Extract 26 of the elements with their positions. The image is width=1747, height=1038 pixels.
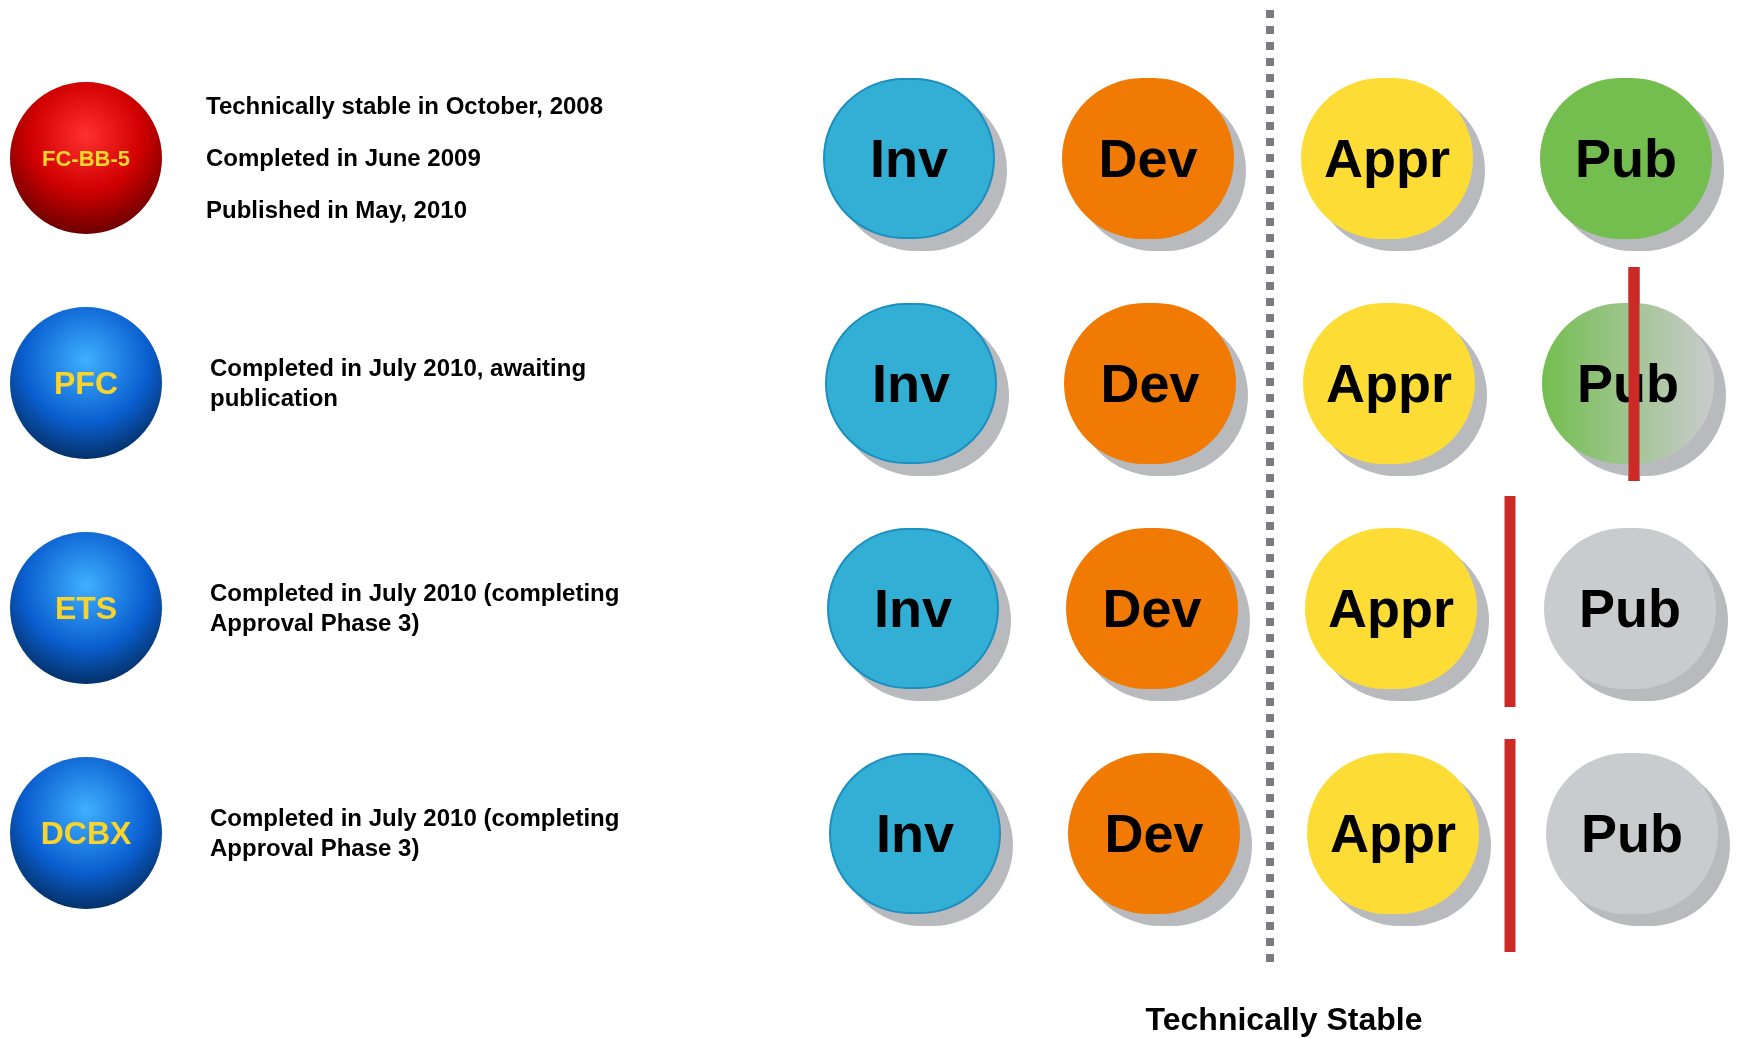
node-label: PFC: [54, 364, 118, 403]
stage-label: Dev: [1102, 577, 1202, 640]
stage-label: Inv: [870, 127, 948, 190]
status-note: Published in May, 2010: [206, 195, 468, 225]
status-note: Completed in June 2009: [206, 143, 482, 173]
status-note: Completed in July 2010, awaiting publication: [210, 353, 588, 413]
stage-label: Dev: [1098, 127, 1198, 190]
stage-label: Pub: [1579, 577, 1681, 640]
status-note: Completed in July 2010 (completing Approval Phase 3): [210, 803, 621, 863]
status-note: Technically stable in October, 2008: [206, 91, 605, 121]
stage-label: Dev: [1100, 352, 1200, 415]
stage-label: Inv: [872, 352, 950, 415]
stage-label: Appr: [1326, 352, 1452, 415]
stage-label: Dev: [1104, 802, 1204, 865]
status-note: Completed in July 2010 (completing Approval Phase 3): [210, 578, 621, 638]
axis-caption: Technically Stable: [1145, 1000, 1423, 1038]
stage-label: Pub: [1581, 802, 1683, 865]
stage-label: Appr: [1324, 127, 1450, 190]
stage-label: Pub: [1575, 127, 1677, 190]
node-label: DCBX: [40, 814, 132, 853]
stage-label: Inv: [874, 577, 952, 640]
stage-label: Appr: [1328, 577, 1454, 640]
stage-label: Inv: [876, 802, 954, 865]
stage-label: Appr: [1330, 802, 1456, 865]
node-label: FC-BB-5: [42, 144, 130, 173]
node-label: ETS: [54, 589, 118, 628]
